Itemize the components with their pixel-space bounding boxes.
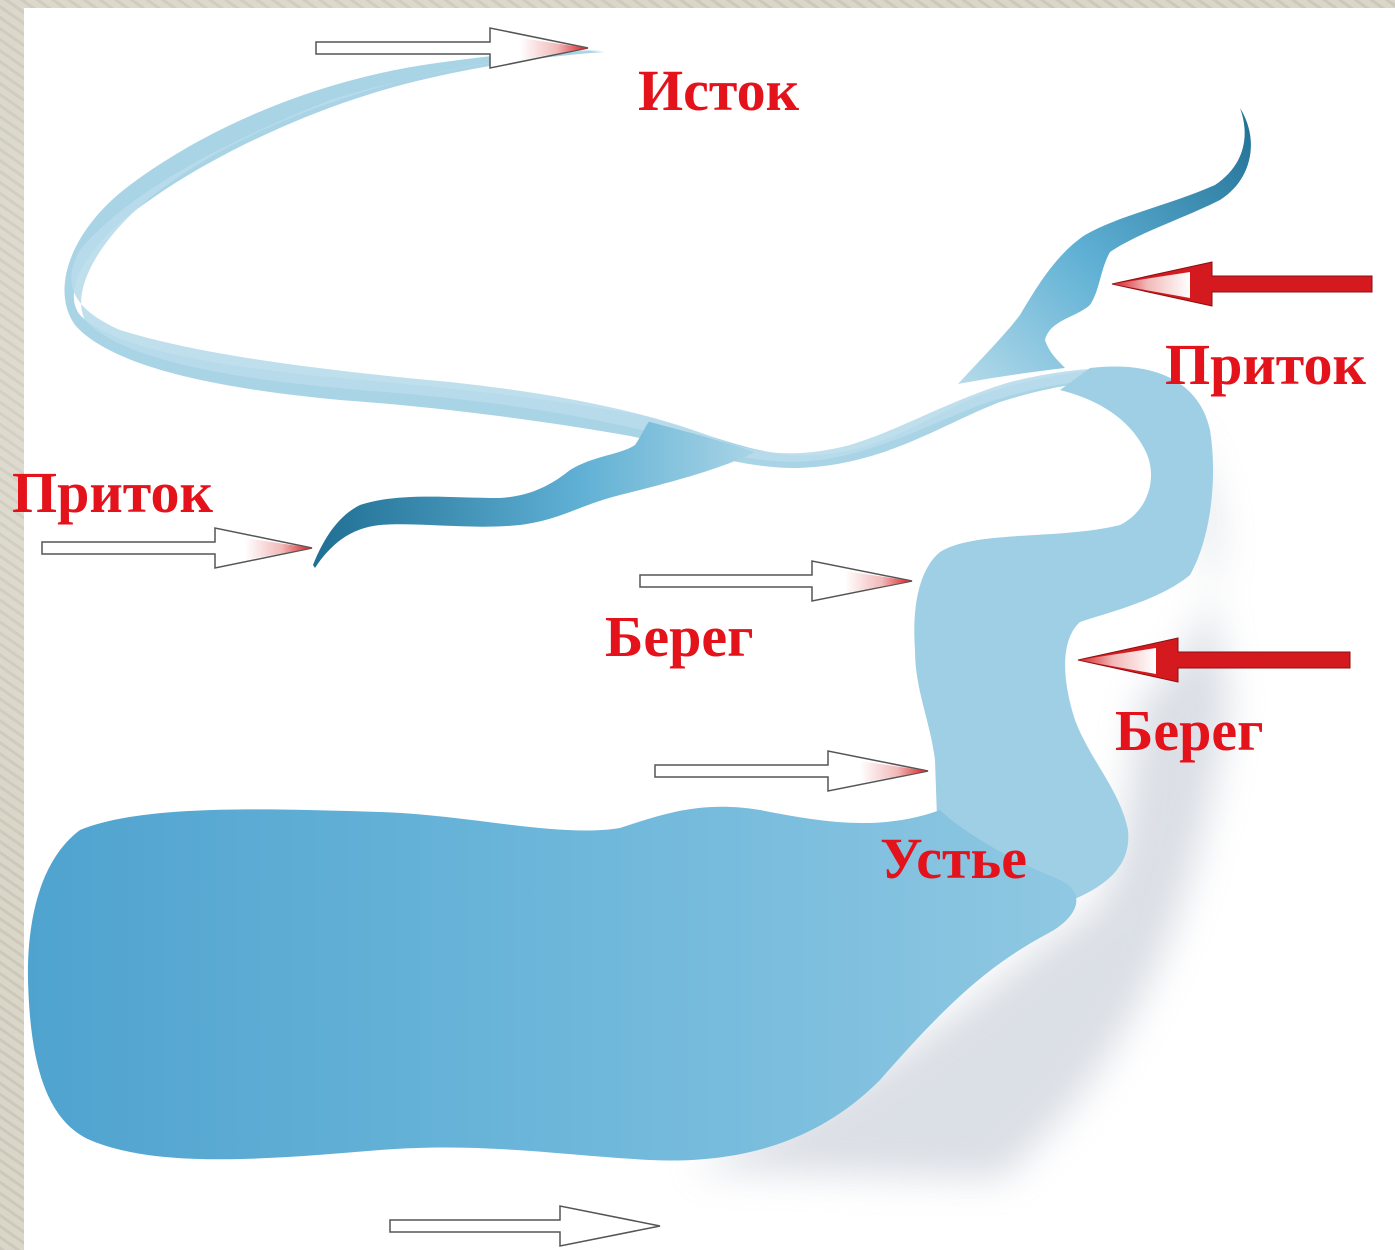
arrow-bank-left-lower [655, 751, 928, 791]
main-river-upper-fill [71, 50, 1130, 462]
arrow-tributary-left [42, 528, 312, 568]
tributary-left [313, 422, 755, 568]
label-bank-right: Берег [1115, 702, 1263, 760]
label-mouth: Устье [880, 830, 1027, 888]
arrow-tributary-right [1112, 262, 1372, 306]
label-bank-left: Берег [605, 608, 753, 666]
arrow-bank-left-upper [640, 561, 912, 601]
arrow-flow [390, 1206, 660, 1246]
label-tributary-left: Приток [12, 464, 213, 522]
label-source: Исток [638, 62, 799, 120]
label-tributary-right: Приток [1165, 336, 1366, 394]
